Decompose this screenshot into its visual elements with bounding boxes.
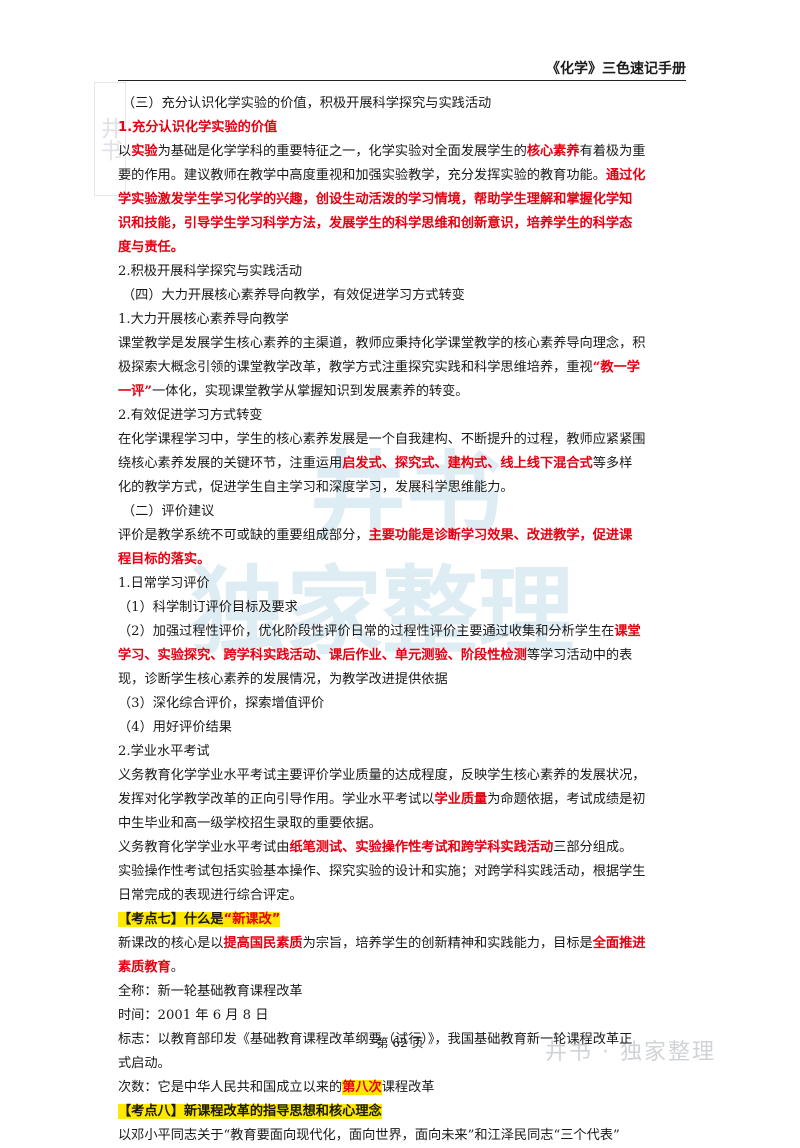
subsection-title: 1.大力开展核心素养导向教学	[118, 312, 289, 327]
paragraph-line: 标志：以教育部印发《基础教育课程改革纲要（试行）》，我国基础教育新一轮课程改革正	[118, 1032, 633, 1047]
paragraph-line: 次数：它是中华人民共和国成立以来的第八次课程改革	[118, 1080, 435, 1095]
section-heading: （四）大力开展核心素养导向教学，有效促进学习方式转变	[122, 288, 465, 303]
list-item: （1）科学制订评价目标及要求	[118, 600, 298, 615]
watermark-bottom: 井书 · 独家整理	[545, 1040, 716, 1065]
list-item: （3）深化综合评价，探索增值评价	[118, 696, 325, 711]
highlight-text: 纸笔测试、实验操作性考试和跨学科实践活动	[289, 840, 554, 855]
paragraph-line: 中生毕业和高一级学校招生录取的重要依据。	[118, 816, 382, 831]
paragraph-line: 以实验为基础是化学学科的重要特征之一，化学实验对全面发展学生的核心素养有着极为重	[118, 144, 646, 159]
highlight-text: 学业质量	[434, 792, 488, 807]
watermark-corner: 井书	[94, 82, 126, 196]
paragraph-line: 式启动。	[118, 1056, 171, 1071]
paragraph-line: 绕核心素养发展的关键环节，注重运用启发式、探究式、建构式、线上线下混合式等多样	[118, 456, 633, 471]
highlight-text: 提高国民素质	[223, 936, 303, 951]
highlight-text: 核心素养	[526, 144, 580, 159]
paragraph-line: 现，诊断学生核心素养的发展情况，为教学改进提供依据	[118, 672, 448, 687]
paragraph-line: 时间：2001 年 6 月 8 日	[118, 1008, 269, 1023]
subsection-title: 2.积极开展科学探究与实践活动	[118, 264, 303, 279]
list-item: （4）用好评价结果	[118, 720, 232, 735]
paragraph-line: 程目标的落实。	[118, 552, 211, 567]
highlight-text: 通过化	[605, 168, 646, 183]
paragraph-line: 新课改的核心是以提高国民素质为宗旨，培养学生的创新精神和实践能力，目标是全面推进	[118, 936, 646, 951]
subsection-title: 2.学业水平考试	[118, 744, 210, 759]
paragraph-line: 义务教育化学学业水平考试由纸笔测试、实验操作性考试和跨学科实践活动三部分组成。	[118, 840, 633, 855]
subsection-title: 1.充分认识化学实验的价值	[118, 120, 278, 135]
paragraph-line: 在化学课程学习中，学生的核心素养发展是一个自我建构、不断提升的过程，教师应紧紧围	[118, 432, 646, 447]
paragraph-line: 学习、实验探究、跨学科实践活动、课后作业、单元测验、阶段性检测等学习活动中的表	[118, 648, 633, 663]
highlight-text: 实验	[131, 144, 158, 159]
section-heading: （三）充分认识化学实验的价值，积极开展科学探究与实践活动	[122, 96, 492, 111]
paragraph-line: 识和技能，引导学生学习科学方法，发展学生的科学思维和创新意识，培养学生的科学态	[118, 216, 633, 231]
paragraph-line: 全称：新一轮基础教育课程改革	[118, 984, 303, 999]
paragraph-line: 极探索大概念引领的课堂教学改革，教学方式注重探究实践和科学思维培养，重视“教一学	[118, 360, 640, 375]
paragraph-line: 以邓小平同志关于“教育要面向现代化，面向世界，面向未来”和江泽民同志“三个代表”	[118, 1128, 620, 1143]
paragraph-line: 发挥对化学教学改革的正向引导作用。学业水平考试以学业质量为命题依据，考试成绩是初	[118, 792, 646, 807]
page-header: 《化学》三色速记手册	[118, 54, 686, 81]
paragraph-line: 课堂教学是发展学生核心素养的主渠道，教师应秉持化学课堂教学的核心素养导向理念，积	[118, 336, 646, 351]
highlight-text: 一评”	[118, 384, 152, 399]
paragraph-line: 评价是教学系统不可或缺的重要组成部分，主要功能是诊断学习效果、改进教学，促进课	[118, 528, 633, 543]
highlight-text: “教一学	[592, 360, 640, 375]
page-number: 第 62 页	[376, 1036, 424, 1050]
paragraph-line: 日常完成的表现进行综合评定。	[118, 888, 303, 903]
highlight-text: 启发式、探究式、建构式、线上线下混合式	[342, 456, 593, 471]
subsection-title: 2.有效促进学习方式转变	[118, 408, 263, 423]
highlight-text: 课堂	[614, 624, 641, 639]
paragraph-line: 义务教育化学学业水平考试主要评价学业质量的达成程度，反映学生核心素养的发展状况，	[118, 768, 646, 783]
paragraph-line: 实验操作性考试包括实验基本操作、探究实验的设计和实施；对跨学科实践活动，根据学生	[118, 864, 646, 879]
highlight-text: 学习、实验探究、跨学科实践活动、课后作业、单元测验、阶段性检测	[118, 648, 527, 663]
section-heading: （二）评价建议	[122, 504, 215, 519]
highlight-text: 全面推进	[592, 936, 646, 951]
highlight-text: 素质教育	[118, 960, 171, 975]
paragraph-line: 化的教学方式，促进学生自主学习和深度学习，发展科学思维能力。	[118, 480, 514, 495]
list-item: （2）加强过程性评价，优化阶段性评价日常的过程性评价主要通过收集和分析学生在课堂	[118, 624, 641, 639]
paragraph-line: 度与责任。	[118, 240, 184, 255]
highlight-text: 第八次	[342, 1080, 382, 1095]
paragraph-line: 一评”一体化，实现课堂教学从掌握知识到发展素养的转变。	[118, 384, 469, 399]
paragraph-line: 素质教育。	[118, 960, 184, 975]
paragraph-line: 要的作用。建议教师在教学中高度重视和加强实验教学，充分发挥实验的教育功能。通过化	[118, 168, 646, 183]
paragraph-line: 学实验激发学生学习化学的兴趣，创设生动活泼的学习情境，帮助学生理解和掌握化学知	[118, 192, 633, 207]
subsection-title: 1.日常学习评价	[118, 576, 210, 591]
kaodian-heading: 【考点八】新课程改革的指导思想和核心理念	[118, 1104, 382, 1119]
page-content: （三）充分认识化学实验的价值，积极开展科学探究与实践活动 1.充分认识化学实验的…	[118, 92, 686, 1148]
header-title: 《化学》三色速记手册	[546, 61, 686, 77]
highlight-text: 主要功能是诊断学习效果、改进教学，促进课	[368, 528, 633, 543]
kaodian-heading: 【考点七】什么是“新课改”	[118, 912, 281, 927]
